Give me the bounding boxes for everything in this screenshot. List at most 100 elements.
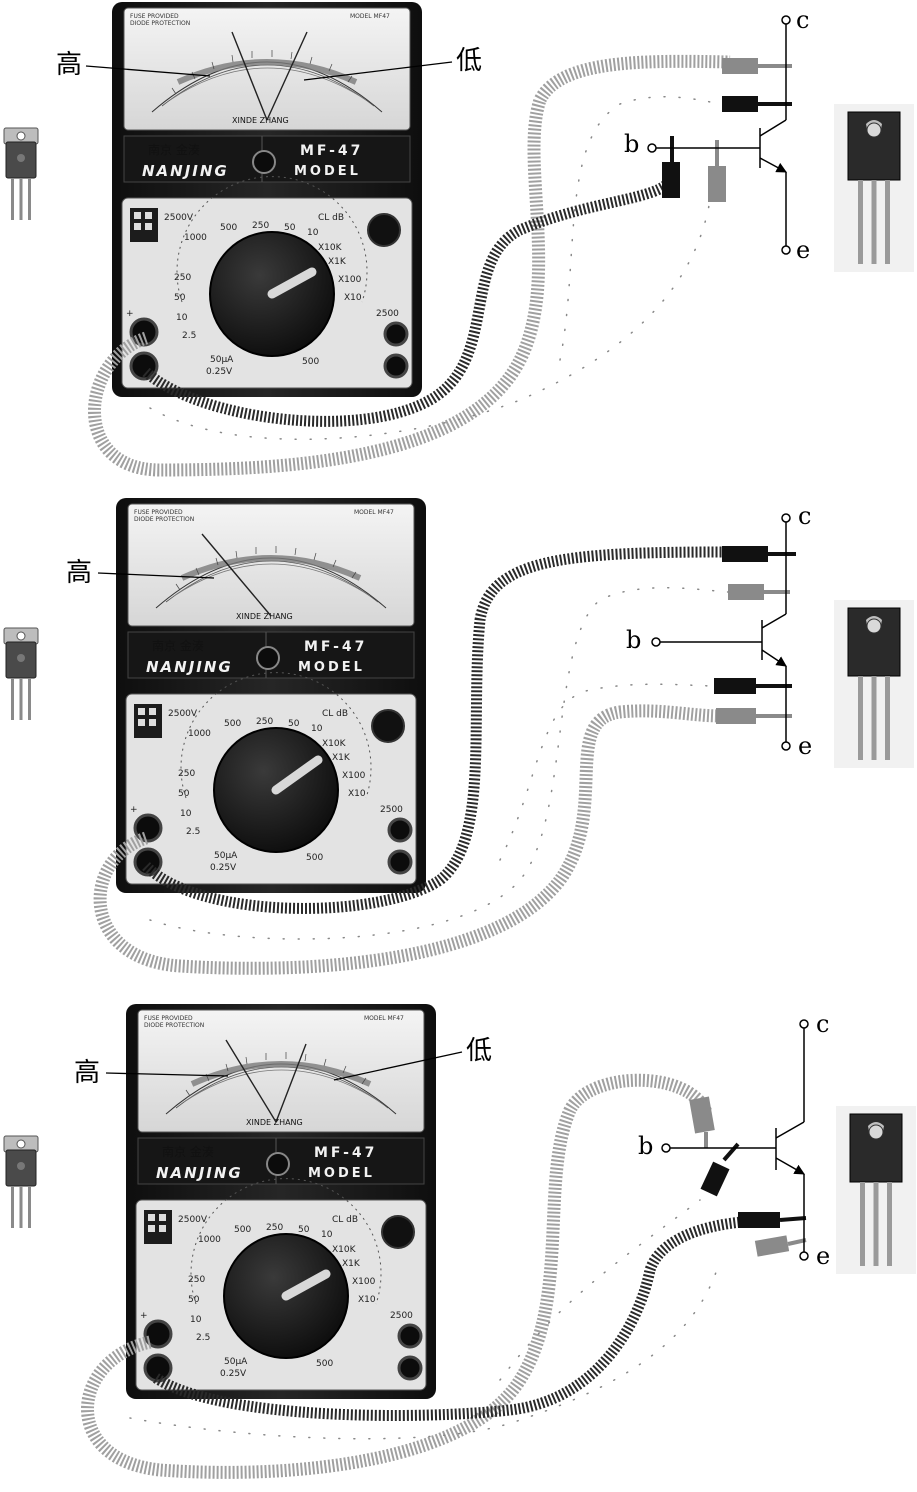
knob-pointer xyxy=(267,267,317,299)
range-top: 2500V xyxy=(178,1215,208,1225)
left-range-2-5: 2.5 xyxy=(186,827,200,837)
meter-brand: NANJING xyxy=(142,162,229,180)
lead-ghost-dotted xyxy=(149,587,729,940)
pin-e: e xyxy=(816,1242,830,1270)
pin-e: e xyxy=(796,236,810,264)
knob-pointer xyxy=(281,1269,331,1301)
db-label: CL dB xyxy=(332,1215,358,1225)
label-low: 低 xyxy=(466,1036,492,1066)
lead-gray-coiled xyxy=(88,54,731,477)
range-1000: 1000 xyxy=(188,729,211,739)
npn-symbol xyxy=(651,513,791,751)
meter-model-name: MF-47 xyxy=(300,143,363,159)
meter-needle-left xyxy=(225,1039,277,1123)
meter-needle-left xyxy=(231,31,268,121)
meter-model-word: MODEL xyxy=(294,164,361,179)
multimeter: NANJING 南京 金湊 MF-47 MODEL 2500V CL dB 10… xyxy=(116,498,426,893)
range-10: 10 xyxy=(321,1230,333,1240)
lead-ghost-dotted-2 xyxy=(499,1199,701,1381)
range-x10: X10 xyxy=(358,1295,376,1305)
pin-b: b xyxy=(638,1132,653,1160)
right-mark-2500: 2500 xyxy=(376,309,399,319)
lead-black-coiled xyxy=(142,176,675,427)
bottom-50ua: 50μA xyxy=(224,1357,248,1367)
probe-gray-ghost xyxy=(728,584,764,600)
knob-pointer xyxy=(271,755,323,795)
meter-brand-cn: 南京 金湊 xyxy=(148,142,200,157)
range-x10k: X10K xyxy=(332,1245,357,1255)
range-50: 50 xyxy=(284,223,296,233)
range-x10k: X10K xyxy=(322,739,347,749)
range-x1k: X1K xyxy=(342,1259,361,1269)
range-x100: X100 xyxy=(338,275,362,285)
bottom-0-25v: 0.25V xyxy=(220,1369,247,1379)
bottom-50ua: 50μA xyxy=(214,851,238,861)
label-high: 高 xyxy=(74,1058,100,1088)
range-500: 500 xyxy=(220,223,237,233)
range-1000: 1000 xyxy=(198,1235,221,1245)
lead-gray-coiled xyxy=(93,704,723,975)
range-10: 10 xyxy=(307,228,319,238)
lead-black-coiled xyxy=(152,1216,743,1421)
left-range-50: 50 xyxy=(178,789,190,799)
right-mark-2500: 2500 xyxy=(390,1311,413,1321)
range-1000: 1000 xyxy=(184,233,207,243)
left-range-10: 10 xyxy=(180,809,192,819)
range-50: 50 xyxy=(298,1225,310,1235)
meter-model-word: MODEL xyxy=(308,1166,375,1181)
pin-c: c xyxy=(796,6,809,34)
probe-red-tip xyxy=(722,58,758,74)
meter-needle-right xyxy=(275,1043,307,1123)
pin-c: c xyxy=(798,502,811,530)
label-low: 低 xyxy=(456,46,482,76)
range-500: 500 xyxy=(224,719,241,729)
left-range-250: 250 xyxy=(174,273,191,283)
label-high: 高 xyxy=(66,558,92,588)
probe-gray-ghost xyxy=(754,1235,790,1257)
lead-ghost-dotted-2 xyxy=(559,96,721,361)
pin-b: b xyxy=(624,130,639,158)
probe-black-tip xyxy=(722,546,768,562)
pin-e: e xyxy=(798,732,812,760)
transistor-small-photo xyxy=(3,627,39,721)
bottom-50ua: 50μA xyxy=(210,355,234,365)
lead-ghost-dotted xyxy=(129,1259,721,1440)
meter-model-name: MF-47 xyxy=(314,1145,377,1161)
left-range-50: 50 xyxy=(174,293,186,303)
panel-2: NANJING 南京 金湊 MF-47 MODEL 2500V CL dB 10… xyxy=(3,498,915,975)
range-250: 250 xyxy=(256,717,273,727)
db-label: CL dB xyxy=(322,709,348,719)
left-range-250: 250 xyxy=(178,769,195,779)
lead-gray-coiled xyxy=(81,1073,713,1479)
meter-brand: NANJING xyxy=(146,658,233,676)
bottom-500: 500 xyxy=(306,853,323,863)
pin-b: b xyxy=(626,626,641,654)
pin-c: c xyxy=(816,1010,829,1038)
range-x10: X10 xyxy=(348,789,366,799)
meter-brand-cn: 南京 金湊 xyxy=(152,638,204,653)
meter-needle-right xyxy=(266,31,308,121)
bottom-500: 500 xyxy=(302,357,319,367)
range-500: 500 xyxy=(234,1225,251,1235)
left-range-250: 250 xyxy=(188,1275,205,1285)
transistor-photo xyxy=(833,599,915,769)
left-range-10: 10 xyxy=(176,313,188,323)
range-x1k: X1K xyxy=(332,753,351,763)
range-x100: X100 xyxy=(352,1277,376,1287)
probe-black-tip xyxy=(738,1212,780,1228)
probe-black-on-base xyxy=(662,162,680,198)
probe-red-tip xyxy=(716,708,756,724)
range-10: 10 xyxy=(311,724,323,734)
transistor-small-photo xyxy=(3,127,39,221)
lead-ghost-dotted xyxy=(149,199,711,440)
bottom-500: 500 xyxy=(316,1359,333,1369)
db-label: CL dB xyxy=(318,213,344,223)
range-top: 2500V xyxy=(168,709,198,719)
probe-gray-ghost xyxy=(708,166,726,202)
meter-model-name: MF-47 xyxy=(304,639,367,655)
left-range-2-5: 2.5 xyxy=(196,1333,210,1343)
range-top: 2500V xyxy=(164,213,194,223)
left-range-10: 10 xyxy=(190,1315,202,1325)
label-high: 高 xyxy=(56,50,82,80)
